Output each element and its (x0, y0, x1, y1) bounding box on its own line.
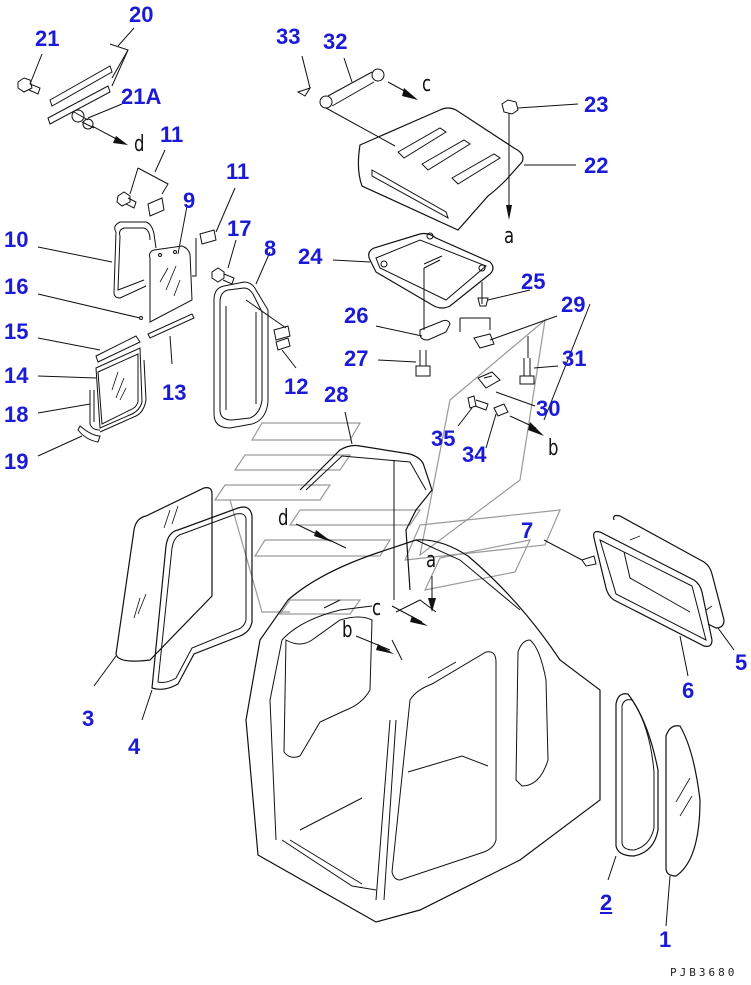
reference-a-top: a (504, 224, 515, 249)
part-15-rail (95, 335, 141, 363)
part-1-side-glass (665, 725, 701, 877)
callout-12[interactable]: 12 (284, 374, 309, 399)
part-27-bolt (415, 350, 431, 377)
callout-21[interactable]: 21 (35, 26, 60, 51)
part-31-bolt (519, 336, 535, 385)
part-8-rear-seal (213, 281, 269, 429)
part-21A-bushing (71, 109, 128, 145)
callout-1[interactable]: 1 (659, 927, 672, 952)
part-6-rear-seal (593, 531, 713, 647)
part-29-clip (459, 317, 495, 349)
callout-28[interactable]: 28 (324, 382, 349, 407)
callout-27[interactable]: 27 (344, 346, 369, 371)
callout-8[interactable]: 8 (264, 236, 277, 261)
callout-22[interactable]: 22 (584, 153, 609, 178)
part-26-bracket (419, 319, 451, 341)
callout-15[interactable]: 15 (4, 319, 29, 344)
part-34-clip (493, 403, 544, 436)
part-10-upper-seal (113, 221, 157, 299)
callout-21A[interactable]: 21A (121, 84, 162, 109)
part-19-corner (77, 425, 101, 443)
leader-lines (29, 27, 735, 927)
drawing-code: PJB3680 (670, 966, 738, 979)
part-28-roof-frame (299, 444, 433, 600)
reference-d-top: d (134, 132, 145, 157)
part-4-door-seal (151, 506, 253, 690)
callout-3[interactable]: 3 (82, 706, 95, 731)
part-2-side-seal (615, 693, 659, 857)
reference-a-cab: a (426, 548, 437, 573)
reference-c-cab: c (372, 596, 382, 621)
callout-16[interactable]: 16 (4, 274, 29, 299)
part-32-damper (296, 68, 418, 147)
callout-30[interactable]: 30 (536, 396, 561, 421)
callout-24[interactable]: 24 (298, 244, 323, 269)
part-13-guide-strip (147, 313, 195, 339)
part-9-upper-glass (149, 238, 197, 323)
part-17-bolt (211, 267, 235, 285)
part-25-screw (477, 282, 489, 307)
part-14-lower-glass (95, 347, 147, 433)
callout-35[interactable]: 35 (431, 426, 456, 451)
callout-20[interactable]: 20 (129, 2, 154, 27)
callout-18[interactable]: 18 (4, 402, 29, 427)
reference-c-top: c (422, 72, 432, 97)
part-5-rear-glass (613, 514, 725, 629)
callout-11-right[interactable]: 11 (226, 159, 250, 184)
callout-33[interactable]: 33 (276, 24, 301, 49)
part-7-clip (543, 539, 597, 567)
part-24-roof-plate (368, 232, 494, 330)
part-11-latch-upper (116, 167, 169, 217)
callout-26[interactable]: 26 (344, 303, 369, 328)
callout-17[interactable]: 17 (227, 216, 252, 241)
callout-25[interactable]: 25 (521, 269, 546, 294)
reference-d-cab: d (278, 506, 289, 531)
part-30-nut (477, 371, 501, 389)
part-23-nut (501, 99, 519, 220)
part-35-bolt (467, 395, 489, 411)
callout-2[interactable]: 2 (600, 890, 613, 915)
cab-body (245, 539, 601, 923)
callout-6[interactable]: 6 (682, 678, 695, 703)
callout-7[interactable]: 7 (521, 518, 534, 543)
part-21-bolt (17, 77, 41, 95)
callout-34[interactable]: 34 (462, 442, 487, 467)
reference-b-cab: b (342, 618, 353, 643)
callout-19[interactable]: 19 (4, 449, 29, 474)
reference-b-top: b (548, 436, 559, 461)
part-12-clip (245, 299, 291, 351)
callout-10[interactable]: 10 (4, 227, 29, 252)
callout-11-upper[interactable]: 11 (160, 122, 184, 147)
callout-13[interactable]: 13 (162, 380, 187, 405)
part-18-seal (89, 390, 101, 431)
part-3-door-glass (115, 487, 213, 662)
callout-32[interactable]: 32 (323, 29, 348, 54)
part-11-latch-right (199, 229, 217, 245)
callout-4[interactable]: 4 (128, 734, 141, 759)
watermark-logo (213, 318, 561, 615)
part-20-hinge-brackets (47, 43, 129, 125)
callout-9[interactable]: 9 (183, 188, 196, 213)
callout-14[interactable]: 14 (4, 363, 29, 388)
callout-23[interactable]: 23 (584, 92, 609, 117)
callout-5[interactable]: 5 (735, 650, 748, 675)
part-22-roof (357, 107, 524, 231)
callout-31[interactable]: 31 (562, 346, 587, 371)
reference-arrows (295, 523, 436, 654)
callout-29[interactable]: 29 (561, 292, 586, 317)
